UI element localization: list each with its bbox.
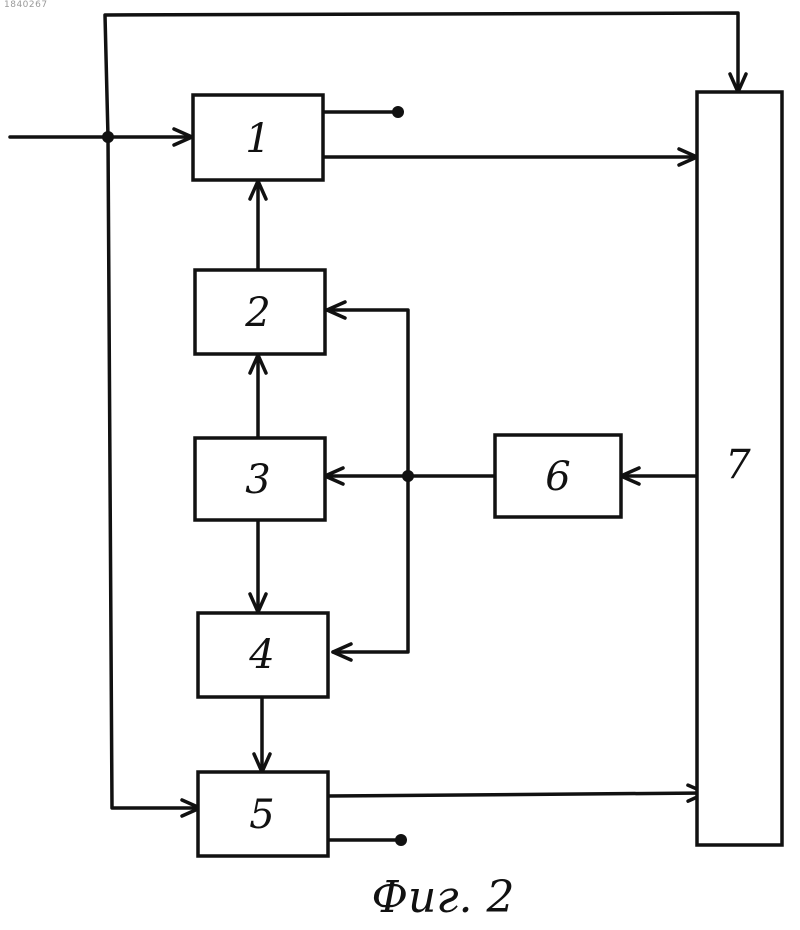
block-5: 5 bbox=[198, 772, 328, 856]
block-1: 1 bbox=[193, 95, 323, 180]
block-3-label: 3 bbox=[245, 457, 270, 503]
block-5-terminal-dot bbox=[395, 834, 407, 846]
block-5-label: 5 bbox=[249, 792, 274, 838]
block-6-label: 6 bbox=[545, 454, 570, 500]
node-to-block-2 bbox=[327, 310, 408, 476]
block-7: 7 bbox=[697, 92, 782, 845]
node-to-block-4 bbox=[333, 476, 408, 652]
distribution-node-dot bbox=[402, 470, 414, 482]
block-2: 2 bbox=[195, 270, 325, 354]
block-6: 6 bbox=[495, 435, 621, 517]
block-7-label: 7 bbox=[725, 442, 751, 488]
block-1-label: 1 bbox=[245, 116, 270, 162]
figure-caption: Фиг. 2 bbox=[371, 872, 514, 923]
block-1-terminal-dot bbox=[392, 106, 404, 118]
block-2-label: 2 bbox=[244, 290, 270, 336]
block-4-label: 4 bbox=[248, 632, 274, 678]
block-3: 3 bbox=[195, 438, 325, 520]
left-bus-to-block-5 bbox=[108, 137, 200, 808]
input-junction-dot bbox=[102, 131, 114, 143]
block-5-to-block-7 bbox=[328, 793, 706, 796]
block-4: 4 bbox=[198, 613, 328, 697]
